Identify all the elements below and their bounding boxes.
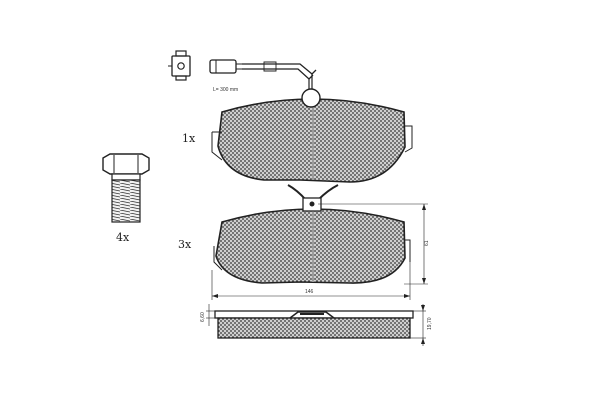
sensor-connector-side-icon <box>209 59 242 74</box>
height-dimension: 61 <box>318 203 430 285</box>
spring-clip-icon <box>287 184 339 212</box>
total-thickness-value: 19,70 <box>427 317 433 330</box>
wear-sensor-clip-icon <box>301 88 321 108</box>
backing-thickness-value: 6,60 <box>200 312 206 322</box>
main-pad-quantity-label: 3x <box>178 238 192 251</box>
height-dimension-value: 61 <box>424 240 430 246</box>
top-pad-quantity-label: 1x <box>182 132 196 145</box>
sensor-connector-front-icon <box>168 50 191 81</box>
bolt-quantity-label: 4x <box>116 231 130 244</box>
total-thickness-dimension: 19,70 <box>410 304 433 346</box>
width-dimension-value: 146 <box>305 289 314 295</box>
backing-thickness-dimension: 6,60 <box>200 304 215 326</box>
wear-sensor: L= 300 mm <box>168 50 317 93</box>
bolt-icon <box>102 153 150 223</box>
brake-pad-main <box>213 184 411 284</box>
sensor-cable <box>242 61 317 90</box>
brake-pad-top <box>211 88 413 183</box>
sensor-cable-length: L= 300 mm <box>213 87 238 93</box>
brake-pad-side-view <box>214 310 414 339</box>
width-dimension: 146 <box>211 262 411 300</box>
